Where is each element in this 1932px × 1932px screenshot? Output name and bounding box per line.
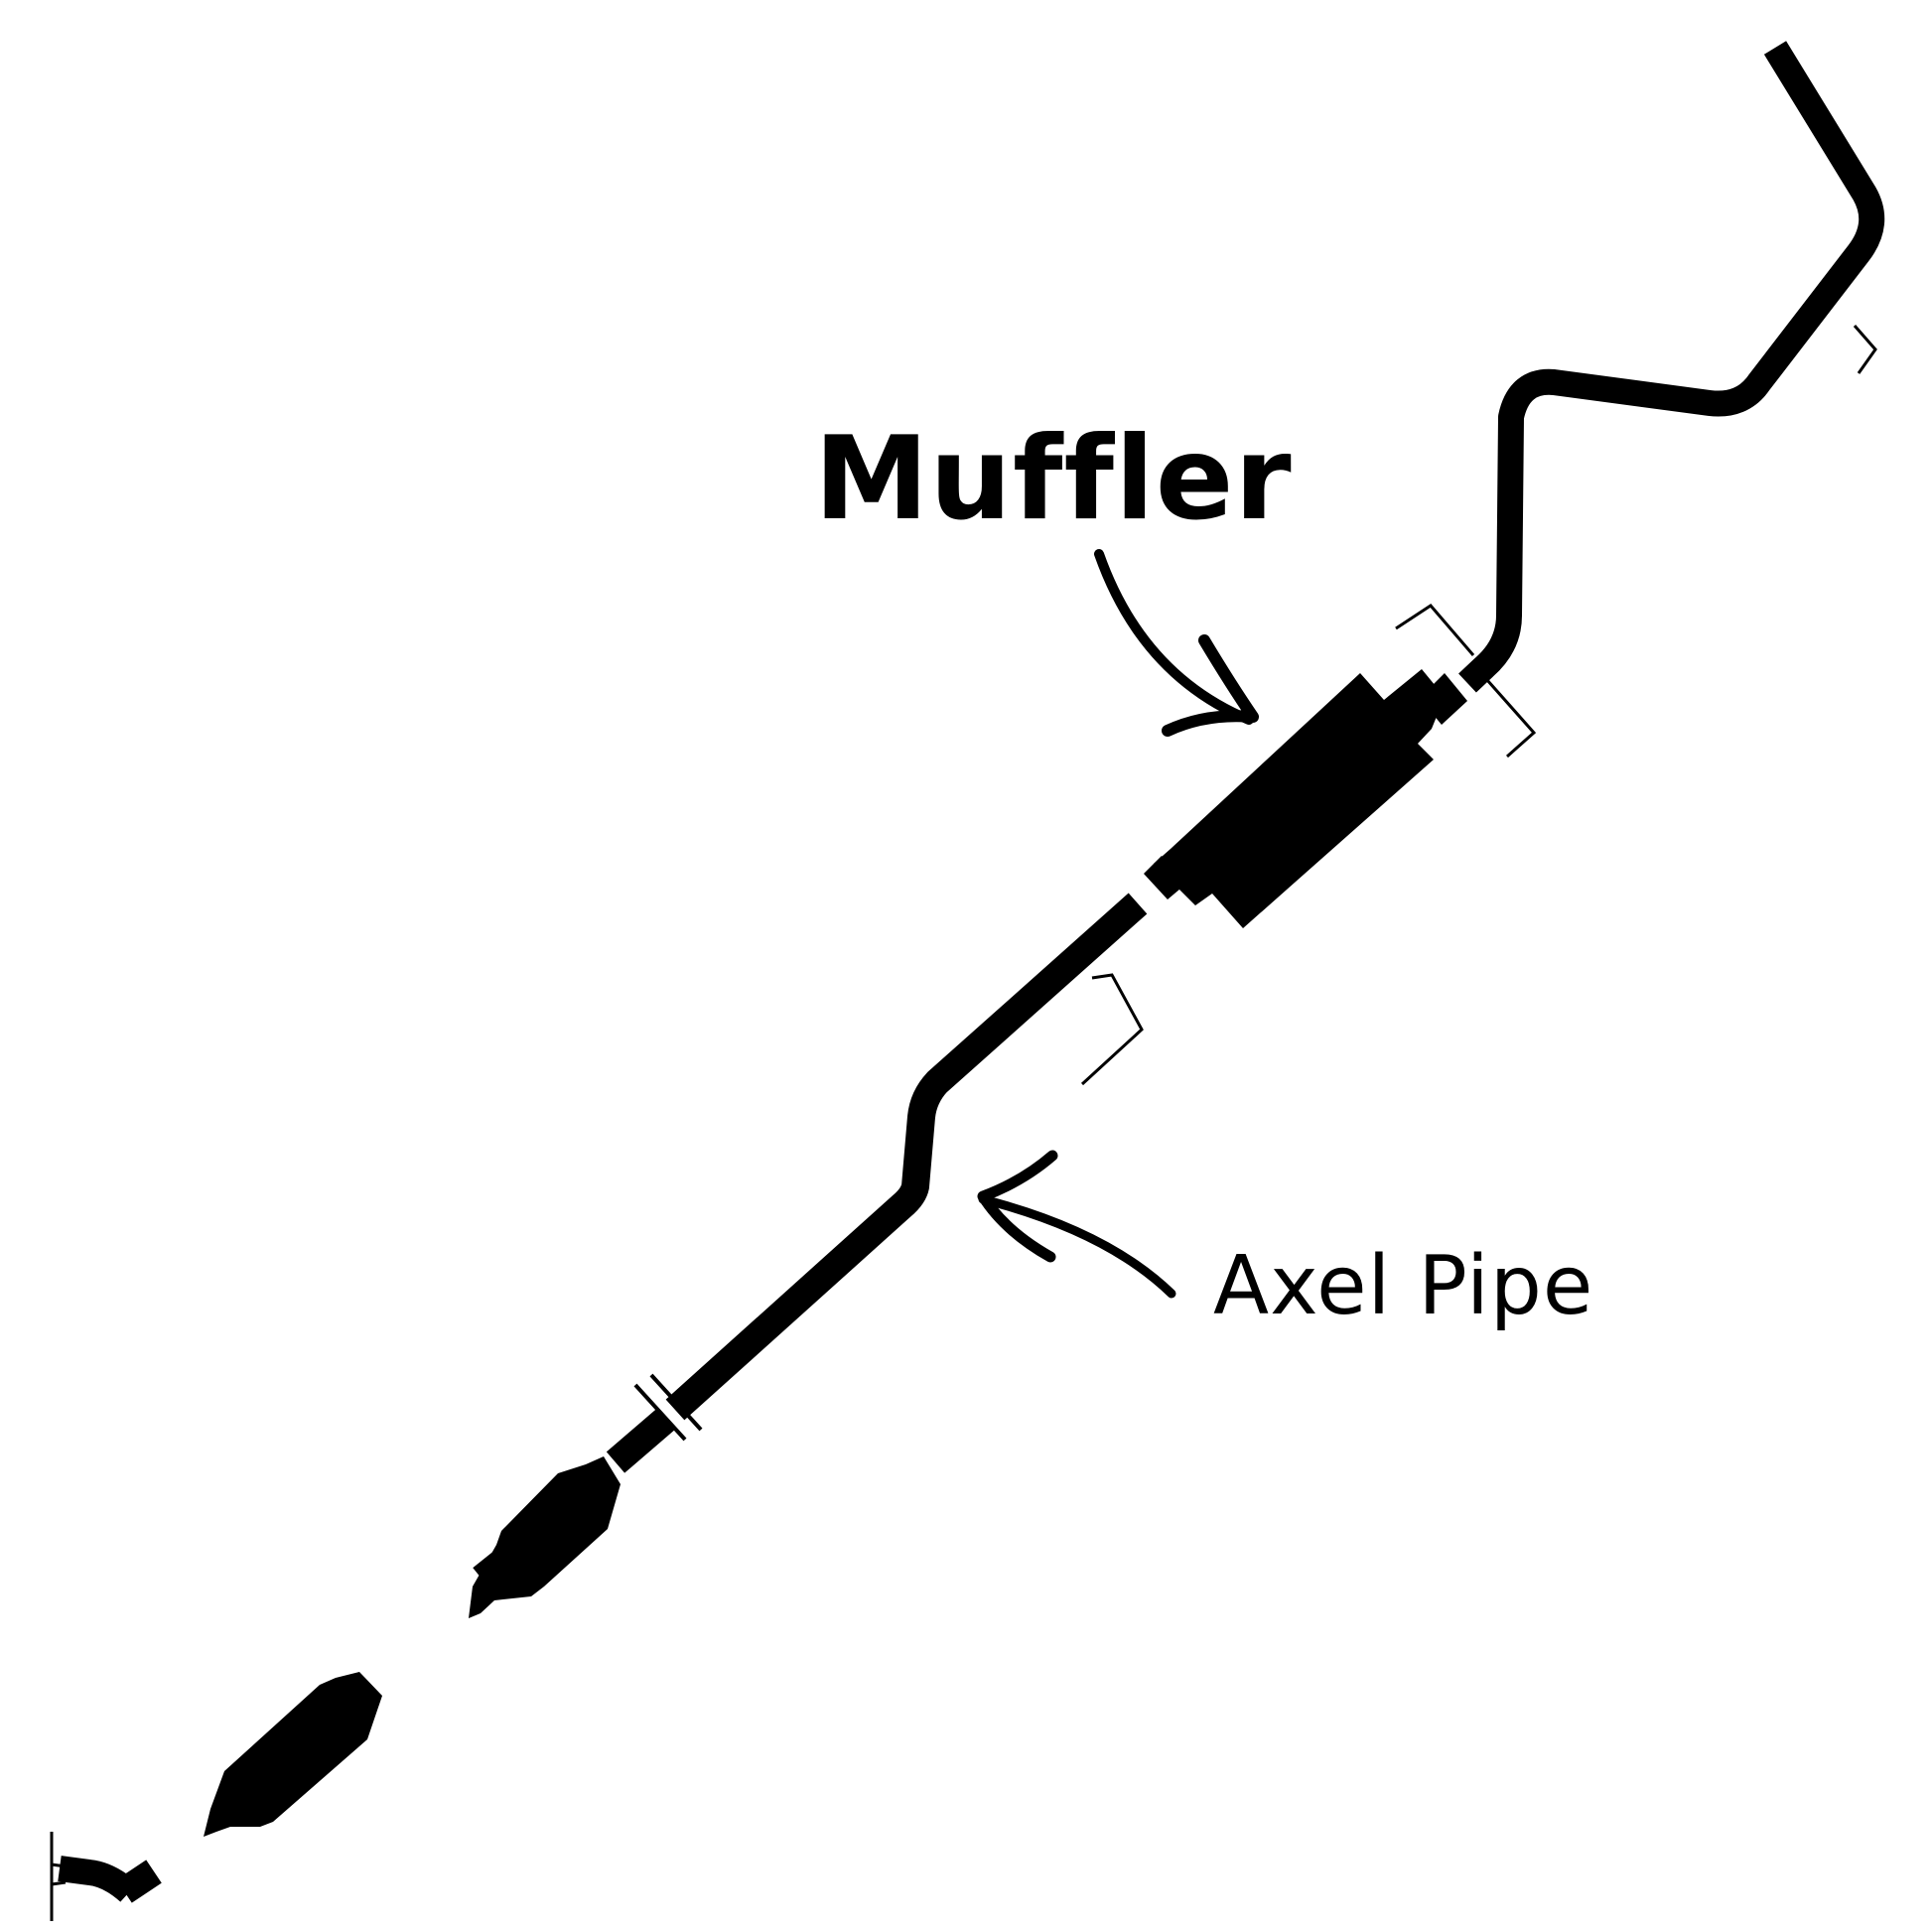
muffler-inlet-stub — [1144, 856, 1186, 899]
clamp-bracket-outlet — [1395, 604, 1537, 759]
hanger-bracket-top — [1853, 325, 1877, 374]
axel-arrow-head — [977, 1150, 1058, 1263]
axel-arrow-shaft — [978, 1194, 1176, 1299]
catalytic-converter-lower — [204, 1672, 382, 1837]
downpipe — [58, 1856, 138, 1902]
axel-pipe — [665, 893, 1148, 1421]
muffler-arrow-head — [1162, 634, 1259, 737]
tailpipe — [1458, 41, 1885, 693]
engine-flange — [50, 1832, 67, 1921]
hanger-bracket-axel — [1080, 973, 1144, 1086]
muffler-arrow-shaft — [1094, 549, 1254, 725]
pipe-flange — [633, 1373, 703, 1442]
axel-pipe-label: Axel Pipe — [1213, 1239, 1594, 1333]
muffler-body — [1154, 669, 1445, 928]
catalytic-converter-upper — [469, 1456, 621, 1618]
muffler-label: Muffler — [814, 412, 1293, 546]
